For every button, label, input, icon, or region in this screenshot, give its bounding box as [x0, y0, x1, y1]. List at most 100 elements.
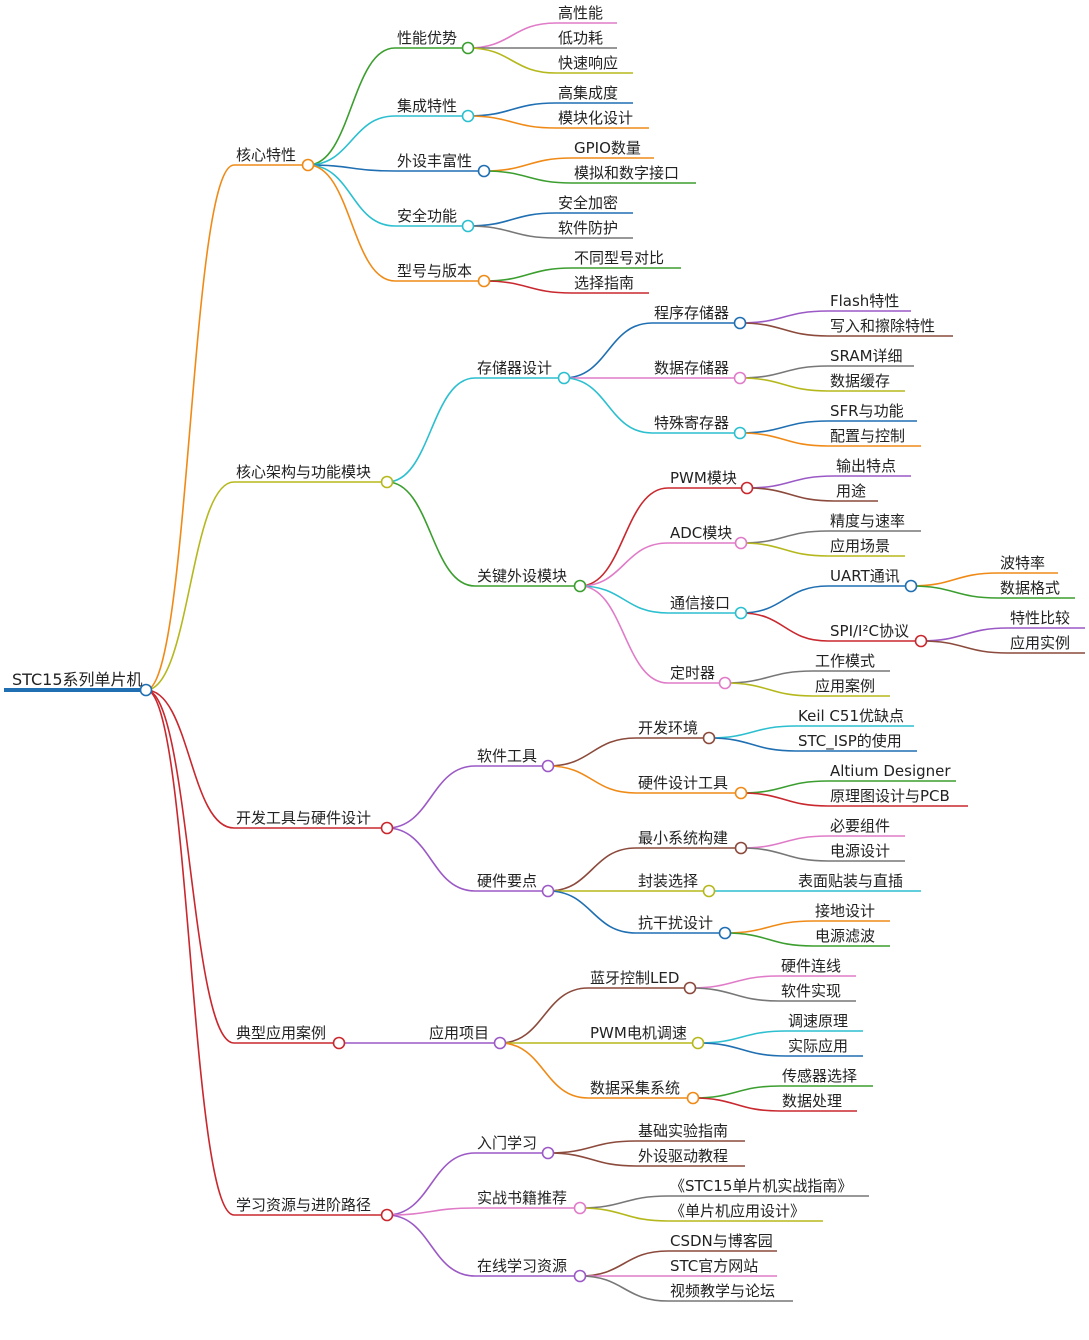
expand-toggle-关键外设模块[interactable]	[573, 579, 587, 593]
expand-toggle-核心特性[interactable]	[301, 158, 315, 172]
node-性能优势[interactable]: 性能优势	[397, 29, 457, 47]
node-gpio数量[interactable]: GPIO数量	[574, 139, 641, 157]
node-存储器设计[interactable]: 存储器设计	[477, 359, 552, 377]
expand-toggle-pwm电机调速[interactable]	[691, 1036, 705, 1050]
node-基础实验指南[interactable]: 基础实验指南	[638, 1122, 728, 1140]
node-软件工具[interactable]: 软件工具	[477, 747, 537, 765]
node-数据缓存[interactable]: 数据缓存	[830, 372, 890, 390]
expand-toggle-开发环境[interactable]	[702, 731, 716, 745]
expand-toggle-应用项目[interactable]	[493, 1036, 507, 1050]
expand-toggle-蓝牙控制led[interactable]	[683, 981, 697, 995]
expand-toggle-硬件设计工具[interactable]	[734, 786, 748, 800]
node-硬件连线[interactable]: 硬件连线	[781, 957, 841, 975]
node-adc模块[interactable]: ADC模块	[670, 524, 732, 542]
node-硬件要点[interactable]: 硬件要点	[477, 872, 537, 890]
expand-toggle-外设丰富性[interactable]	[477, 164, 491, 178]
node-安全功能[interactable]: 安全功能	[397, 207, 457, 225]
expand-toggle-存储器设计[interactable]	[557, 371, 571, 385]
node-特殊寄存器[interactable]: 特殊寄存器	[654, 414, 729, 432]
node-单片机应用设计[interactable]: 《单片机应用设计》	[670, 1202, 805, 1220]
node-入门学习[interactable]: 入门学习	[477, 1134, 537, 1152]
node-特性比较[interactable]: 特性比较	[1010, 609, 1070, 627]
node-数据采集系统[interactable]: 数据采集系统	[590, 1079, 680, 1097]
expand-toggle-典型应用案例[interactable]	[332, 1036, 346, 1050]
node-程序存储器[interactable]: 程序存储器	[654, 304, 729, 322]
node-蓝牙控制led[interactable]: 蓝牙控制LED	[590, 969, 679, 987]
expand-toggle-adc模块[interactable]	[734, 536, 748, 550]
node-必要组件[interactable]: 必要组件	[830, 817, 890, 835]
node-软件防护[interactable]: 软件防护	[558, 219, 618, 237]
node-spi-i-c协议[interactable]: SPI/I²C协议	[830, 622, 909, 640]
node-uart通讯[interactable]: UART通讯	[830, 567, 900, 585]
node-sfr与功能[interactable]: SFR与功能	[830, 402, 904, 420]
node-pwm模块[interactable]: PWM模块	[670, 469, 737, 487]
node-数据存储器[interactable]: 数据存储器	[654, 359, 729, 377]
node-实战书籍推荐[interactable]: 实战书籍推荐	[477, 1189, 567, 1207]
node-原理图设计与pcb[interactable]: 原理图设计与PCB	[830, 787, 950, 805]
node-表面贴装与直插[interactable]: 表面贴装与直插	[798, 872, 903, 890]
node-抗干扰设计[interactable]: 抗干扰设计	[638, 914, 713, 932]
node-核心特性[interactable]: 核心特性	[236, 146, 296, 164]
node-型号与版本[interactable]: 型号与版本	[397, 262, 472, 280]
expand-toggle-root[interactable]	[139, 683, 153, 697]
node-stc官方网站[interactable]: STC官方网站	[670, 1257, 758, 1275]
node-快速响应[interactable]: 快速响应	[558, 54, 618, 72]
node-低功耗[interactable]: 低功耗	[558, 29, 603, 47]
node-配置与控制[interactable]: 配置与控制	[830, 427, 905, 445]
node-集成特性[interactable]: 集成特性	[397, 97, 457, 115]
expand-toggle-定时器[interactable]	[718, 676, 732, 690]
node-高性能[interactable]: 高性能	[558, 4, 603, 22]
node-核心架构与功能模块[interactable]: 核心架构与功能模块	[236, 463, 371, 481]
expand-toggle-在线学习资源[interactable]	[573, 1269, 587, 1283]
node-应用场景[interactable]: 应用场景	[830, 537, 890, 555]
node-选择指南[interactable]: 选择指南	[574, 274, 634, 292]
node-硬件设计工具[interactable]: 硬件设计工具	[638, 774, 728, 792]
node-学习资源与进阶路径[interactable]: 学习资源与进阶路径	[236, 1196, 371, 1214]
expand-toggle-学习资源与进阶路径[interactable]	[380, 1208, 394, 1222]
expand-toggle-数据存储器[interactable]	[733, 371, 747, 385]
node-在线学习资源[interactable]: 在线学习资源	[477, 1257, 567, 1275]
expand-toggle-开发工具与硬件设计[interactable]	[380, 821, 394, 835]
node-软件实现[interactable]: 软件实现	[781, 982, 841, 1000]
node-flash特性[interactable]: Flash特性	[830, 292, 899, 310]
expand-toggle-型号与版本[interactable]	[477, 274, 491, 288]
node-定时器[interactable]: 定时器	[670, 664, 715, 682]
node-模拟和数字接口[interactable]: 模拟和数字接口	[574, 164, 679, 182]
expand-toggle-核心架构与功能模块[interactable]	[380, 475, 394, 489]
expand-toggle-软件工具[interactable]	[541, 759, 555, 773]
node-外设丰富性[interactable]: 外设丰富性	[397, 152, 472, 170]
node-传感器选择[interactable]: 传感器选择	[782, 1067, 857, 1085]
node-实际应用[interactable]: 实际应用	[788, 1037, 848, 1055]
node-模块化设计[interactable]: 模块化设计	[558, 109, 633, 127]
node-高集成度[interactable]: 高集成度	[558, 84, 618, 102]
node-精度与速率[interactable]: 精度与速率	[830, 512, 905, 530]
node-root-stc15[interactable]: STC15系列单片机	[12, 670, 143, 689]
expand-toggle-封装选择[interactable]	[702, 884, 716, 898]
node-数据格式[interactable]: 数据格式	[1000, 579, 1060, 597]
node-关键外设模块[interactable]: 关键外设模块	[477, 567, 567, 585]
expand-toggle-硬件要点[interactable]	[541, 884, 555, 898]
node-stc-isp的使用[interactable]: STC_ISP的使用	[798, 732, 902, 751]
node-数据处理[interactable]: 数据处理	[782, 1092, 842, 1110]
node-pwm电机调速[interactable]: PWM电机调速	[590, 1024, 687, 1042]
expand-toggle-uart通讯[interactable]	[904, 579, 918, 593]
node-开发环境[interactable]: 开发环境	[638, 719, 698, 737]
node-csdn与博客园[interactable]: CSDN与博客园	[670, 1232, 773, 1250]
node-keil-c51优缺点[interactable]: Keil C51优缺点	[798, 707, 904, 725]
node-典型应用案例[interactable]: 典型应用案例	[236, 1024, 326, 1042]
expand-toggle-pwm模块[interactable]	[740, 481, 754, 495]
node-视频教学与论坛[interactable]: 视频教学与论坛	[670, 1282, 775, 1300]
node-最小系统构建[interactable]: 最小系统构建	[638, 829, 728, 847]
node-通信接口[interactable]: 通信接口	[670, 594, 730, 612]
node-应用项目[interactable]: 应用项目	[429, 1024, 489, 1042]
node-输出特点[interactable]: 输出特点	[836, 457, 896, 475]
node-外设驱动教程[interactable]: 外设驱动教程	[638, 1147, 728, 1165]
node-写入和擦除特性[interactable]: 写入和擦除特性	[830, 317, 935, 335]
expand-toggle-spi-i-c协议[interactable]	[914, 634, 928, 648]
expand-toggle-通信接口[interactable]	[734, 606, 748, 620]
node-电源设计[interactable]: 电源设计	[830, 842, 890, 860]
node-调速原理[interactable]: 调速原理	[788, 1012, 848, 1030]
node-应用实例[interactable]: 应用实例	[1010, 634, 1070, 652]
node-安全加密[interactable]: 安全加密	[558, 194, 618, 212]
expand-toggle-入门学习[interactable]	[541, 1146, 555, 1160]
